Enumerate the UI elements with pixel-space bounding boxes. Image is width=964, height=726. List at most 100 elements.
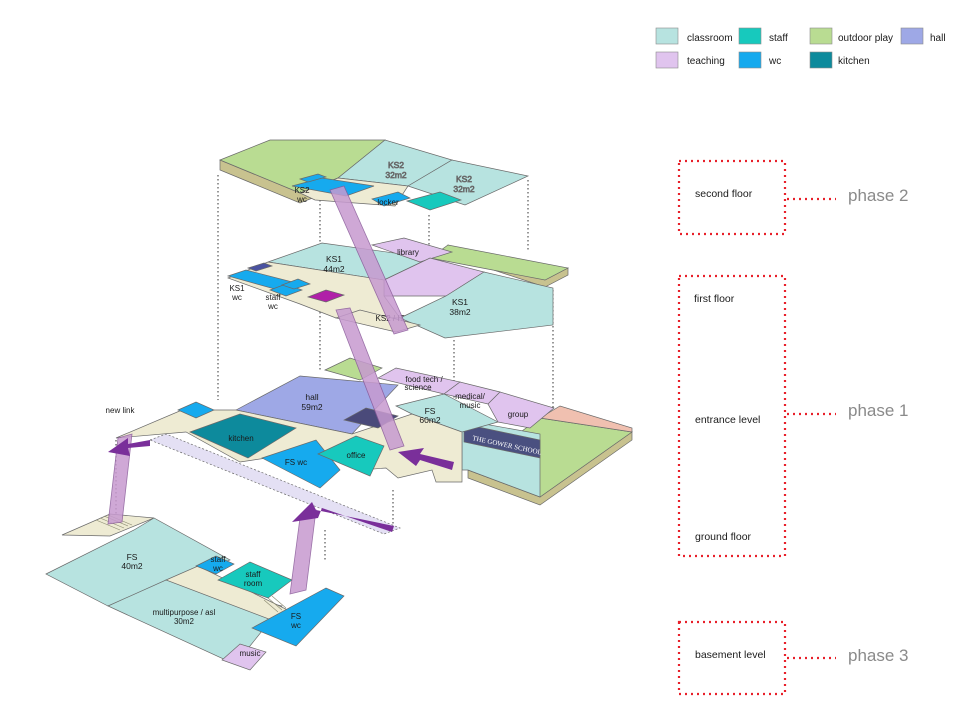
entrance-sign-panel [463, 423, 541, 459]
basement-music-label: music [240, 649, 261, 658]
basement-fs-classroom [45, 517, 231, 607]
basement-fs-wc-label-2: wc [290, 621, 301, 630]
first-floor-ks1-classroom-b [399, 271, 554, 339]
basement-staff-wc-label-2: wc [212, 564, 223, 573]
first-floor-staff-wc-label-2: wc [267, 302, 278, 311]
phase-label-3: phase 3 [848, 646, 909, 665]
legend-swatch-classroom [655, 27, 679, 45]
legend-swatch-staff [738, 27, 762, 45]
entrance-medical-label-2: music [460, 401, 481, 410]
vertical-links [107, 185, 409, 595]
basement-staff-room-label: staff [246, 570, 262, 579]
legend-label-teaching: teaching [687, 56, 725, 67]
first-floor-plan: KS1 44m2 library KS1 wc staff wc KS2 / I… [226, 237, 570, 339]
first-floor-magenta-room [306, 289, 346, 303]
legend-label-classroom: classroom [687, 33, 733, 44]
first-floor-ks1-wc-label-2: wc [231, 293, 242, 302]
entrance-outdoor-wall [538, 405, 633, 433]
legend-swatch-hall [900, 27, 924, 45]
entrance-kitchen-label: kitchen [228, 434, 253, 443]
legend: classroom teaching staff wc outdoor play… [655, 27, 946, 69]
legend-swatch-kitchen [809, 51, 833, 69]
legend-swatch-outdoor-play [809, 27, 833, 45]
second-floor-plan: KS2 32m2 KS2 32m2 KS2 wc locker [219, 139, 530, 211]
entrance-fs-area: 60m2 [419, 415, 441, 425]
level-label-entrance-level: entrance level [695, 414, 760, 426]
entrance-fs-classroom [394, 393, 499, 433]
arrow-main-entrance [398, 448, 454, 470]
first-floor-staff-wc-2 [280, 278, 312, 290]
basement-fs-wc-label: FS [291, 612, 301, 621]
first-floor-library-label: library [397, 248, 419, 257]
second-floor-ks2-a-area: 32m2 [385, 170, 407, 180]
legend-label-staff: staff [769, 33, 788, 44]
entrance-medical-label: medical/ [455, 392, 486, 401]
legend-label-hall: hall [930, 33, 946, 44]
level-label-second-floor: second floor [695, 188, 753, 200]
arrow-left-link [108, 438, 150, 456]
phase-box-basement [677, 620, 787, 696]
entrance-office-label: office [347, 451, 367, 460]
second-floor-locker-label: locker [377, 198, 399, 207]
second-floor-ks2-wc-label-2: wc [296, 195, 307, 204]
first-floor-ks1-a-area: 44m2 [323, 264, 345, 274]
entrance-group-label: group [508, 410, 529, 419]
basement-level-plan: FS 40m2 staff wc staff room multipurpose… [45, 513, 345, 671]
legend-label-kitchen: kitchen [838, 56, 870, 67]
entrance-food-tech-label-2: science [404, 383, 432, 392]
entrance-office [317, 435, 385, 477]
first-floor-ks1-a-label: KS1 [326, 254, 342, 264]
entrance-food-tech-label: food tech / [405, 375, 443, 384]
phase-label-1: phase 1 [848, 401, 909, 420]
second-floor-ks2-b-area: 32m2 [453, 184, 475, 194]
basement-staff-wc [195, 555, 235, 575]
level-label-basement-level: basement level [695, 649, 766, 661]
link-first-to-entrance [335, 307, 405, 451]
link-second-to-first [329, 185, 409, 335]
basement-fs-area: 40m2 [121, 561, 143, 571]
phase-box-phase-1 [677, 274, 787, 558]
basement-music [221, 643, 267, 671]
phase-label-2: phase 2 [848, 186, 909, 205]
legend-label-outdoor-play: outdoor play [838, 33, 893, 44]
entrance-new-link-walkway [149, 433, 401, 535]
entrance-fs-wc-label: FS wc [285, 458, 307, 467]
second-floor-wc-small [298, 173, 328, 183]
legend-swatch-wc [738, 51, 762, 69]
second-floor-ks2-a-label: KS2 [388, 160, 404, 170]
entrance-fs-wc [261, 439, 341, 489]
legend-swatch-teaching [655, 51, 679, 69]
basement-fs-wc [251, 587, 345, 647]
entrance-group [487, 391, 555, 429]
first-floor-library [370, 237, 454, 263]
basement-staff-wc-label: staff [211, 555, 227, 564]
first-floor-ks1-wc-small [246, 262, 274, 272]
entrance-new-link-label: new link [106, 406, 136, 415]
level-label-ground-floor: ground floor [695, 531, 752, 543]
entrance-hall-label: hall [305, 392, 318, 402]
second-floor-staff-room [405, 191, 463, 211]
entrance-kitchen [189, 413, 297, 459]
entrance-level-plan: THE GOWER SCHOOL food tech / science hal… [106, 357, 633, 535]
basement-fs-label: FS [127, 552, 138, 562]
legend-label-wc: wc [768, 56, 781, 67]
second-floor-locker [371, 191, 411, 207]
first-floor-ks1-wc-label: KS1 [229, 284, 245, 293]
first-floor-ks1-b-area: 38m2 [449, 307, 471, 317]
basement-stair-treads-2 [263, 595, 287, 613]
first-floor-staff-wc-label: staff [266, 293, 282, 302]
second-floor-ks2-wc-label: KS2 [294, 186, 310, 195]
basement-multipurpose-area: 30m2 [174, 617, 195, 626]
entrance-wc-small [177, 401, 215, 419]
phase-panel: second floor phase 2 first floor entranc… [677, 159, 909, 696]
first-floor-ks1-b-label: KS1 [452, 297, 468, 307]
link-entrance-to-basement-right [289, 509, 317, 595]
basement-multipurpose-label: multipurpose / asl [153, 608, 216, 617]
entrance-hall-area: 59m2 [301, 402, 323, 412]
entrance-fs-label: FS [425, 406, 436, 416]
level-label-first-floor: first floor [694, 293, 735, 305]
basement-staff-room-label-2: room [244, 579, 263, 588]
arrow-new-link [292, 502, 394, 532]
